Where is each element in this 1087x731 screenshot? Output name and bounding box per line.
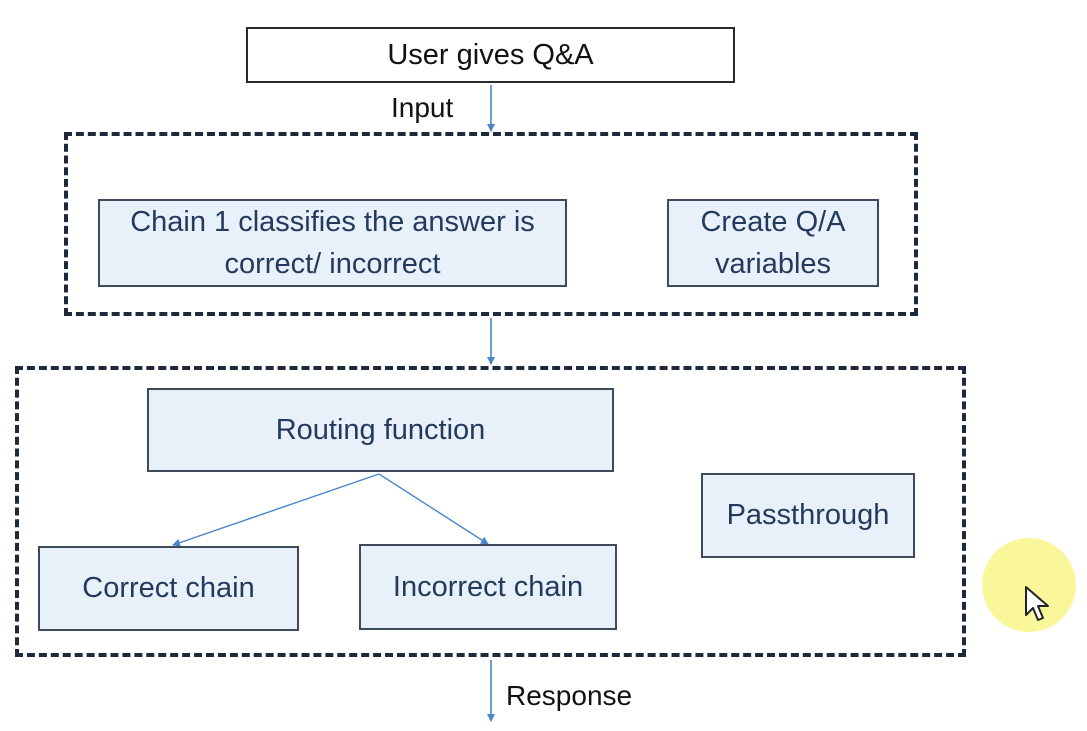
node-passthrough-label: Passthrough — [726, 499, 890, 532]
edge-routing-to-incorrect-arrow — [378, 473, 489, 545]
node-incorrect-chain-label: Incorrect chain — [392, 570, 584, 603]
mouse-pointer-icon — [1025, 586, 1049, 621]
node-incorrect-chain: Incorrect chain — [359, 544, 617, 630]
node-passthrough: Passthrough — [701, 473, 915, 558]
cursor-highlight — [982, 538, 1076, 632]
node-user-gives-qa: User gives Q&A — [246, 27, 735, 83]
node-correct-chain-label: Correct chain — [82, 572, 255, 605]
group-routing — [15, 366, 966, 657]
node-chain1-classifier-label: Chain 1 classifies the answer is correct… — [130, 205, 535, 280]
edge-label-response: Response — [506, 680, 633, 711]
node-user-gives-qa-label: User gives Q&A — [387, 38, 594, 71]
node-correct-chain: Correct chain — [38, 546, 299, 631]
node-chain1-classifier: Chain 1 classifies the answer is correct… — [98, 199, 567, 287]
edge-routing-to-correct-arrow — [172, 473, 380, 547]
node-create-qa-variables-label: Create Q/A variables — [700, 205, 846, 280]
node-create-qa-variables: Create Q/A variables — [667, 199, 879, 287]
group-classification — [64, 132, 918, 316]
edge-label-input: Input — [391, 92, 454, 123]
cursor-highlight-circle — [982, 538, 1076, 632]
node-routing-function-label: Routing function — [275, 413, 486, 446]
node-routing-function: Routing function — [147, 388, 614, 472]
